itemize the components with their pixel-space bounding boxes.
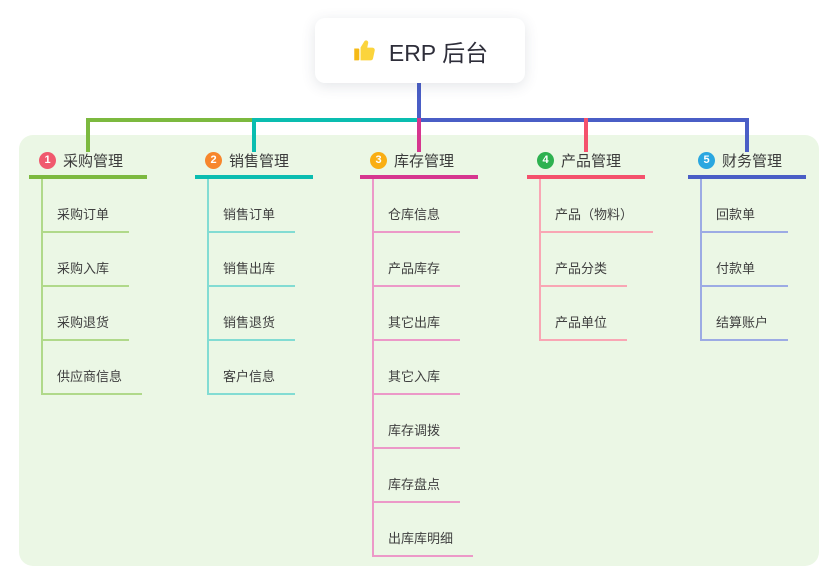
child-node-label: 其它出库 [374,312,461,341]
child-node[interactable]: 回款单 [702,179,806,233]
root-connector-line [417,83,421,122]
branch-children: 回款单付款单结算账户 [700,179,806,341]
branch-label: 销售管理 [229,152,290,170]
child-node-label: 产品（物料） [541,204,654,233]
child-node-label: 回款单 [702,204,788,233]
child-node[interactable]: 其它入库 [374,341,478,395]
child-node[interactable]: 采购入库 [43,233,147,287]
child-node-label: 销售订单 [209,204,296,233]
branch-5: 5 财务管理回款单付款单结算账户 [688,145,806,341]
branch-label: 库存管理 [394,152,455,170]
branch-2: 2 销售管理销售订单销售出库销售退货客户信息 [195,145,313,395]
child-node-label: 产品分类 [541,258,628,287]
child-node[interactable]: 采购订单 [43,179,147,233]
child-node[interactable]: 供应商信息 [43,341,147,395]
branch-4: 4 产品管理产品（物料） 产品分类产品单位 [527,145,654,341]
branch-node[interactable]: 1 采购管理 [29,145,147,179]
child-node-label: 销售退货 [209,312,296,341]
branch-drop-line-2 [252,118,256,152]
branch-drop-line-5 [745,118,749,152]
branch-3: 3 库存管理仓库信息产品库存其它出库其它入库库存调拨库存盘点出库库明细 [360,145,478,557]
child-node-label: 产品单位 [541,312,628,341]
child-node[interactable]: 产品分类 [541,233,645,287]
child-node-label: 供应商信息 [43,366,143,395]
branch-label: 采购管理 [63,152,124,170]
child-node-label: 产品库存 [374,258,461,287]
child-node-label: 库存调拨 [374,420,461,449]
branch-children: 销售订单销售出库销售退货客户信息 [207,179,313,395]
branch-number-badge: 2 [205,151,222,169]
rail-segment-2 [252,118,417,122]
branch-number-badge: 5 [698,151,715,169]
child-node[interactable]: 结算账户 [702,287,806,341]
child-node-label: 销售出库 [209,258,296,287]
child-node[interactable]: 库存盘点 [374,449,478,503]
child-node[interactable]: 其它出库 [374,287,478,341]
branch-node[interactable]: 4 产品管理 [527,145,645,179]
branches-panel [19,135,819,566]
child-node[interactable]: 出库库明细 [374,503,478,557]
child-node-label: 采购入库 [43,258,130,287]
child-node-label: 结算账户 [702,312,789,341]
child-node-label: 其它入库 [374,366,461,395]
child-node-label: 付款单 [702,258,788,287]
child-node-label: 出库库明细 [374,528,474,557]
child-node-label: 库存盘点 [374,474,461,503]
child-node[interactable]: 销售出库 [209,233,313,287]
branch-children: 仓库信息产品库存其它出库其它入库库存调拨库存盘点出库库明细 [372,179,478,557]
child-node-label: 客户信息 [209,366,296,395]
branch-node[interactable]: 2 销售管理 [195,145,313,179]
branch-children: 采购订单采购入库采购退货供应商信息 [41,179,147,395]
child-node[interactable]: 销售订单 [209,179,313,233]
rail-segment-1 [86,118,252,122]
root-node-label: ERP 后台 [388,39,489,66]
branch-node[interactable]: 5 财务管理 [688,145,806,179]
child-node[interactable]: 仓库信息 [374,179,478,233]
branch-children: 产品（物料） 产品分类产品单位 [539,179,654,341]
child-node[interactable]: 产品单位 [541,287,645,341]
branch-node[interactable]: 3 库存管理 [360,145,478,179]
child-node-label: 仓库信息 [374,204,461,233]
branch-number-badge: 4 [537,151,554,169]
branch-number-badge: 1 [39,151,56,169]
child-node[interactable]: 付款单 [702,233,806,287]
branch-label: 财务管理 [722,152,783,170]
child-node[interactable]: 产品库存 [374,233,478,287]
child-node-label: 采购退货 [43,312,130,341]
child-node-label: 采购订单 [43,204,130,233]
rail-segment-3 [417,118,749,122]
child-node[interactable]: 采购退货 [43,287,147,341]
branch-drop-line-3 [417,118,421,152]
branch-number-badge: 3 [370,151,387,169]
child-node[interactable]: 销售退货 [209,287,313,341]
thumbs-up-icon [352,37,379,64]
branch-1: 1 采购管理采购订单采购入库采购退货供应商信息 [29,145,147,395]
child-node[interactable]: 产品（物料） [541,179,654,233]
branch-drop-line-1 [86,118,90,152]
root-node[interactable]: ERP 后台 [315,18,525,83]
child-node[interactable]: 客户信息 [209,341,313,395]
branch-drop-line-4 [584,118,588,152]
branch-label: 产品管理 [561,152,622,170]
child-node[interactable]: 库存调拨 [374,395,478,449]
